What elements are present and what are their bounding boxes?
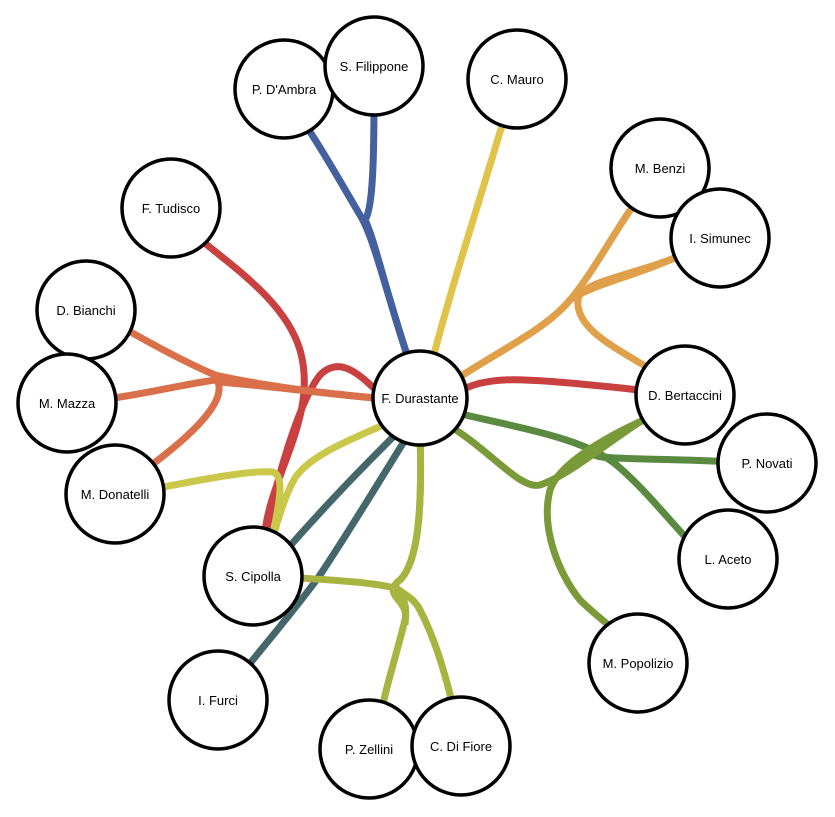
- edge-durastante-aceto: [451, 408, 691, 543]
- node-benzi[interactable]: M. Benzi: [609, 117, 711, 219]
- edge-durastante-mauro: [426, 111, 510, 371]
- node-label: F. Durastante: [381, 391, 458, 406]
- edge-cipolla-olive: [299, 574, 410, 626]
- node-difiore[interactable]: C. Di Fiore: [410, 695, 512, 797]
- edge-durastante-filippone: [360, 99, 416, 372]
- node-label: M. Donatelli: [81, 487, 150, 502]
- node-tudisco[interactable]: F. Tudisco: [120, 157, 222, 259]
- node-layer: F. Durastante P. D'Ambra S. Filippone C.…: [16, 15, 818, 800]
- node-aceto[interactable]: L. Aceto: [677, 508, 779, 610]
- edge-bertaccini-popolizio: [543, 411, 657, 639]
- edge-durastante-bertaccini-leaf: [446, 409, 657, 489]
- edge-durastante-difiore: [391, 431, 459, 716]
- node-durastante[interactable]: F. Durastante: [371, 349, 469, 447]
- edge-donatelli-cipolla: [157, 468, 284, 541]
- edge-durastante-donatelli: [139, 378, 376, 475]
- node-label: D. Bertaccini: [648, 388, 722, 403]
- node-label: S. Filippone: [340, 59, 409, 74]
- node-label: D. Bianchi: [56, 303, 115, 318]
- node-label: F. Tudisco: [142, 201, 201, 216]
- node-label: M. Mazza: [39, 396, 96, 411]
- node-simunec[interactable]: I. Simunec: [669, 187, 771, 289]
- node-mauro[interactable]: C. Mauro: [466, 28, 568, 130]
- node-donatelli[interactable]: M. Donatelli: [64, 443, 166, 545]
- node-label: P. Novati: [741, 456, 792, 471]
- node-label: P. Zellini: [345, 742, 393, 757]
- node-popolizio[interactable]: M. Popolizio: [587, 612, 689, 714]
- edge-durastante-benzi: [450, 193, 643, 385]
- edge-durastante-cipolla-teal: [279, 427, 403, 558]
- node-label: L. Aceto: [705, 552, 752, 567]
- edge-durastante-dambra: [299, 117, 416, 372]
- edge-durastante-cipolla-yg: [268, 418, 392, 542]
- edge-durastante-bertaccini-red: [460, 376, 656, 396]
- node-label: I. Furci: [198, 693, 238, 708]
- node-cipolla[interactable]: S. Cipolla: [202, 525, 304, 627]
- node-label: P. D'Ambra: [252, 82, 317, 97]
- node-bertaccini[interactable]: D. Bertaccini: [634, 344, 736, 446]
- node-dambra[interactable]: P. D'Ambra: [233, 38, 335, 140]
- node-label: C. Di Fiore: [430, 739, 492, 754]
- node-mazza[interactable]: M. Mazza: [16, 352, 118, 454]
- edge-durastante-furci: [237, 430, 413, 679]
- edge-cipolla-durastante-red: [260, 363, 381, 546]
- node-label: I. Simunec: [689, 231, 751, 246]
- edge-layer: [99, 99, 736, 719]
- node-label: M. Benzi: [635, 161, 686, 176]
- node-zellini[interactable]: P. Zellini: [318, 698, 420, 800]
- node-filippone[interactable]: S. Filippone: [323, 15, 425, 117]
- node-label: C. Mauro: [490, 72, 543, 87]
- node-furci[interactable]: I. Furci: [167, 649, 269, 751]
- node-bianchi[interactable]: D. Bianchi: [35, 259, 137, 361]
- node-label: S. Cipolla: [225, 569, 281, 584]
- edge-simunec-bertaccini: [574, 248, 690, 375]
- node-novati[interactable]: P. Novati: [716, 412, 818, 514]
- node-label: M. Popolizio: [603, 656, 674, 671]
